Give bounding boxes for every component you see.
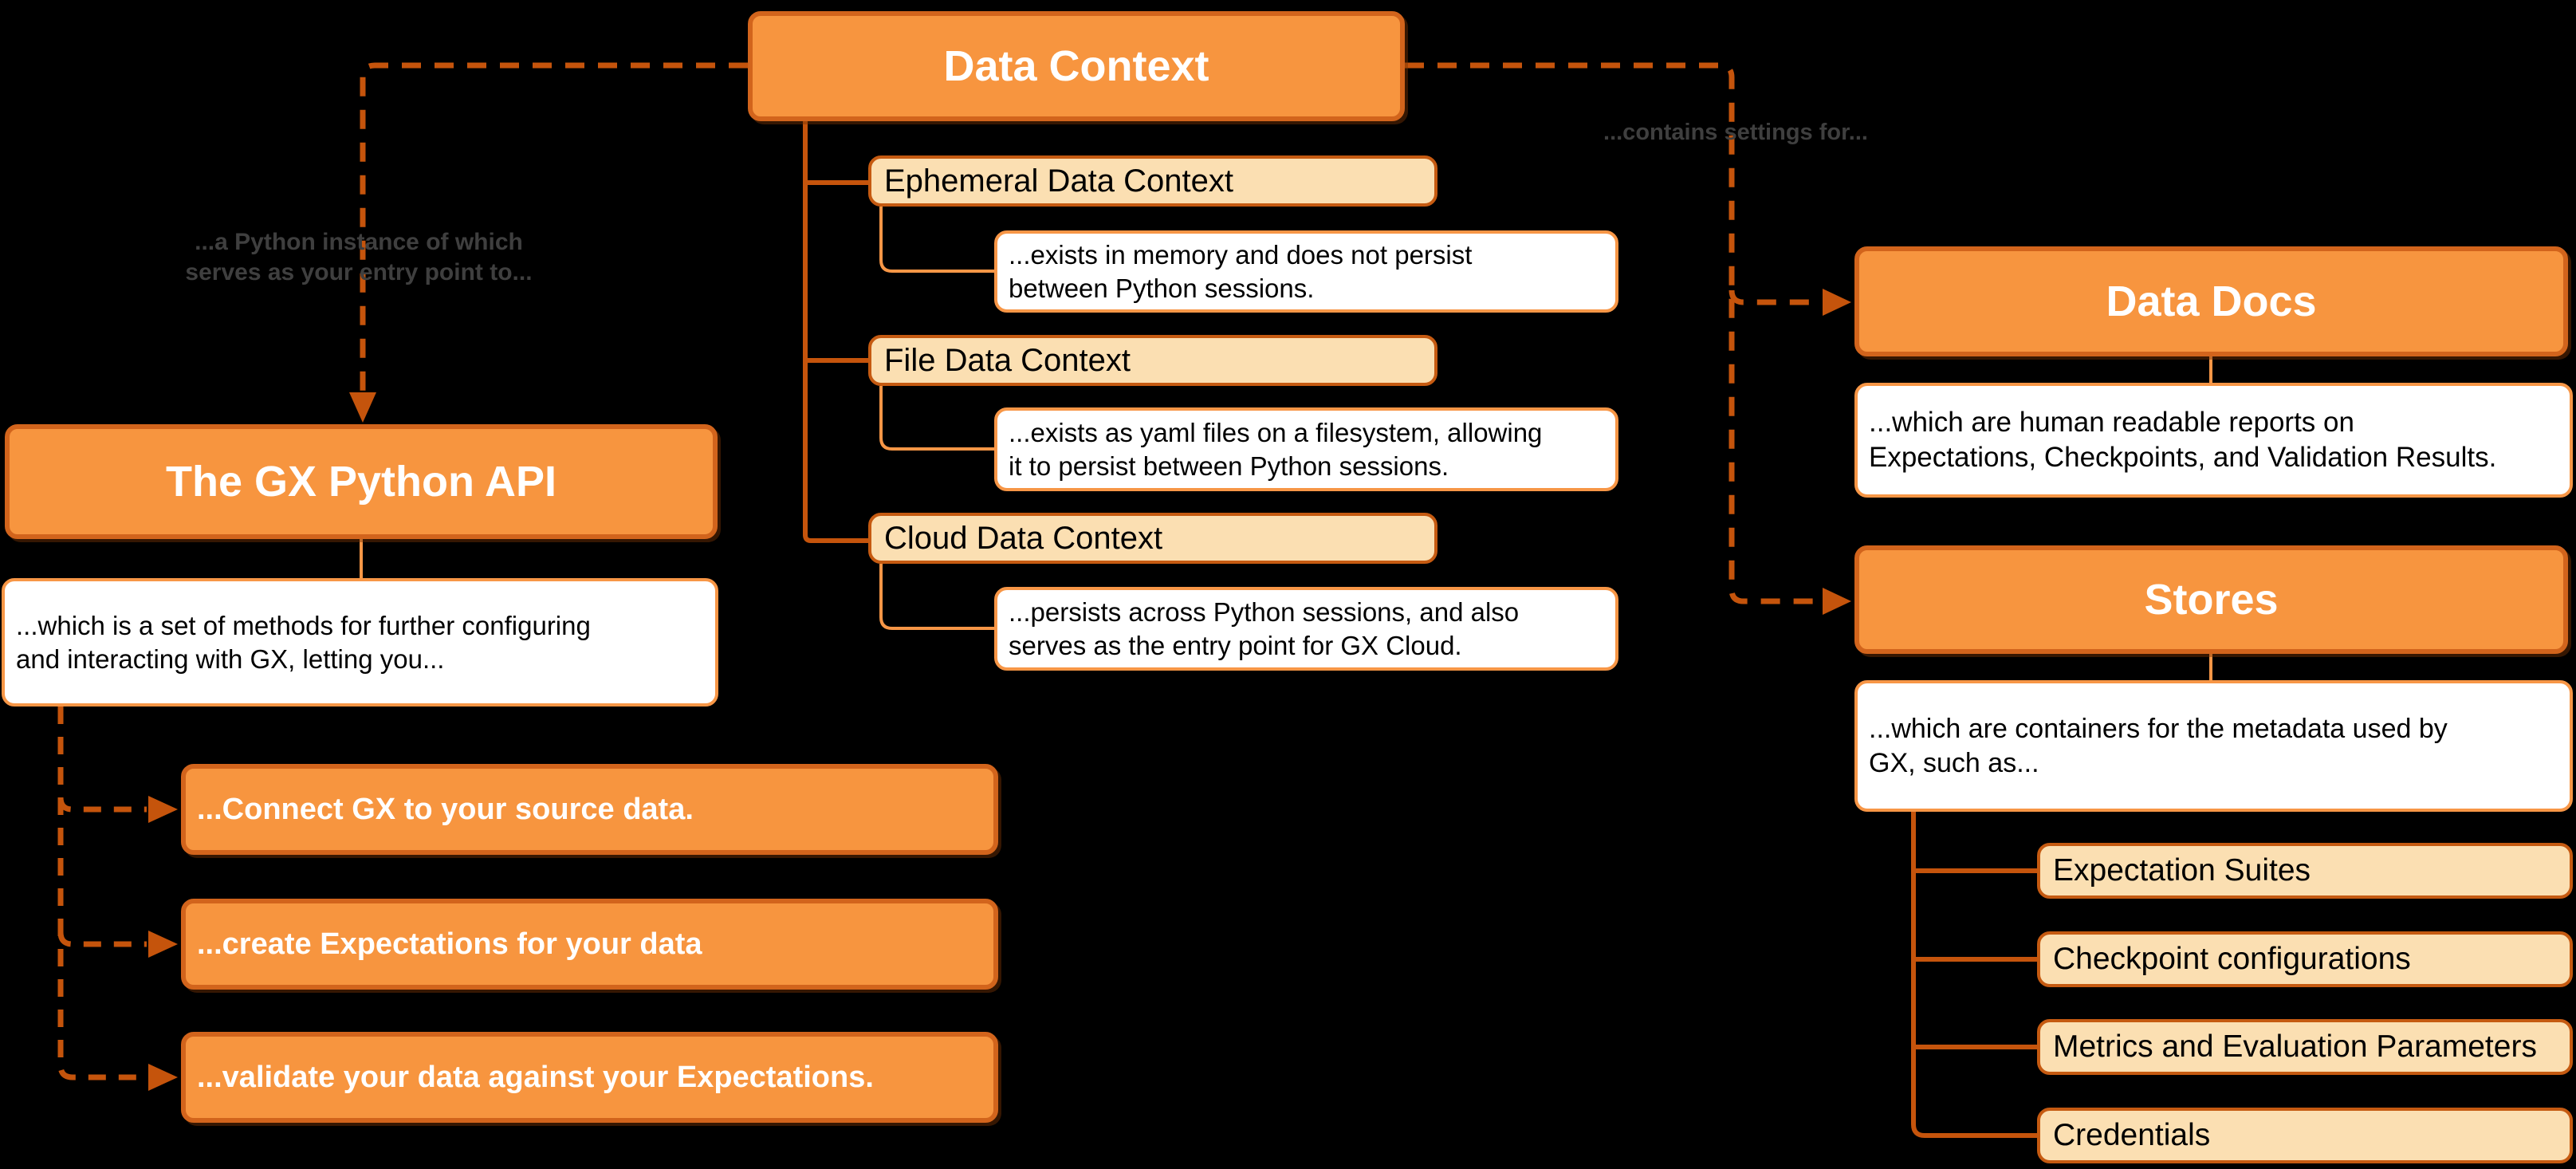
edge-label-line: ...a Python instance of which bbox=[195, 229, 523, 255]
node-action-connect: ...Connect GX to your source data. bbox=[181, 764, 998, 855]
desc-file-data-context: ...exists as yaml files on a filesystem,… bbox=[994, 407, 1618, 491]
desc-line: ...persists across Python sessions, and … bbox=[1009, 596, 1520, 627]
arrowhead-icon bbox=[1823, 289, 1851, 316]
node-label: Credentials bbox=[2053, 1118, 2211, 1152]
node-action-create-expectations: ...create Expectations for your data bbox=[181, 899, 998, 990]
desc-line: serves as the entry point for GX Cloud. bbox=[1009, 630, 1462, 660]
desc-gx-python-api: ...which is a set of methods for further… bbox=[2, 578, 718, 707]
desc-cloud-data-context: ...persists across Python sessions, and … bbox=[994, 587, 1618, 671]
node-stores: Stores bbox=[1854, 545, 2568, 654]
node-label: Data Context bbox=[943, 42, 1209, 90]
node-label: ...validate your data against your Expec… bbox=[197, 1060, 874, 1094]
edge-datacontext-to-gxapi bbox=[360, 62, 748, 391]
node-credentials: Credentials bbox=[2037, 1108, 2573, 1163]
node-label: Expectation Suites bbox=[2053, 853, 2311, 888]
node-checkpoint-configurations: Checkpoint configurations bbox=[2037, 931, 2573, 987]
node-label: Data Docs bbox=[2106, 277, 2317, 325]
node-label: ...Connect GX to your source data. bbox=[197, 792, 694, 826]
edge-cloud-desc bbox=[879, 564, 994, 630]
node-metrics-evaluation-parameters: Metrics and Evaluation Parameters bbox=[2037, 1019, 2573, 1075]
desc-line: and interacting with GX, letting you... bbox=[16, 644, 445, 674]
node-label: Cloud Data Context bbox=[884, 520, 1163, 556]
desc-line: ...exists in memory and does not persist bbox=[1009, 239, 1473, 270]
arrowhead-icon bbox=[148, 931, 178, 958]
arrowhead-icon bbox=[148, 796, 178, 823]
node-cloud-data-context: Cloud Data Context bbox=[868, 513, 1437, 564]
node-label: ...create Expectations for your data bbox=[197, 927, 702, 961]
node-action-validate: ...validate your data against your Expec… bbox=[181, 1032, 998, 1123]
desc-line: ...which is a set of methods for further… bbox=[16, 610, 591, 640]
desc-line: it to persist between Python sessions. bbox=[1009, 451, 1449, 481]
edge-branch-action-1 bbox=[57, 797, 147, 813]
arrowhead-icon bbox=[349, 392, 376, 423]
desc-line: ...which are containers for the metadata… bbox=[1869, 713, 2448, 744]
edge-branch-action-2 bbox=[57, 931, 147, 947]
edge-branch-to-datadocs bbox=[1728, 289, 1821, 305]
arrowhead-icon bbox=[1823, 588, 1851, 615]
desc-line: Expectations, Checkpoints, and Validatio… bbox=[1869, 442, 2497, 473]
edge-file-desc bbox=[879, 386, 994, 451]
desc-line: ...exists as yaml files on a filesystem,… bbox=[1009, 417, 1543, 447]
node-label: File Data Context bbox=[884, 342, 1131, 378]
edge-datacontext-to-stores bbox=[1405, 62, 1821, 604]
edge-ephemeral-desc bbox=[879, 207, 994, 273]
desc-ephemeral-data-context: ...exists in memory and does not persist… bbox=[994, 230, 1618, 313]
desc-line: GX, such as... bbox=[1869, 747, 2039, 778]
node-gx-python-api: The GX Python API bbox=[5, 424, 718, 539]
edge-label-contains-settings: ...contains settings for... bbox=[1576, 118, 1895, 148]
node-expectation-suites: Expectation Suites bbox=[2037, 843, 2573, 899]
edge-label-line: serves as your entry point to... bbox=[185, 259, 533, 286]
edge-gxapi-to-actions bbox=[57, 707, 147, 1080]
desc-line: between Python sessions. bbox=[1009, 273, 1315, 303]
node-label: Stores bbox=[2144, 576, 2279, 624]
desc-stores: ...which are containers for the metadata… bbox=[1854, 680, 2573, 812]
desc-data-docs: ...which are human readable reports on E… bbox=[1854, 383, 2573, 498]
edge-label-line: ...contains settings for... bbox=[1603, 120, 1868, 145]
node-label: Metrics and Evaluation Parameters bbox=[2053, 1029, 2537, 1064]
arrowhead-icon bbox=[148, 1064, 178, 1091]
edge-label-python-instance: ...a Python instance of which serves as … bbox=[120, 227, 598, 289]
node-ephemeral-data-context: Ephemeral Data Context bbox=[868, 155, 1437, 207]
edge-trunk-stores bbox=[1911, 812, 2037, 1138]
desc-line: ...which are human readable reports on bbox=[1869, 406, 2354, 438]
node-label: Checkpoint configurations bbox=[2053, 942, 2411, 976]
edge-trunk-contexts bbox=[803, 121, 868, 543]
node-label: The GX Python API bbox=[165, 458, 557, 506]
node-file-data-context: File Data Context bbox=[868, 335, 1437, 386]
node-data-context: Data Context bbox=[748, 11, 1405, 121]
node-data-docs: Data Docs bbox=[1854, 246, 2568, 356]
node-label: Ephemeral Data Context bbox=[884, 163, 1234, 199]
